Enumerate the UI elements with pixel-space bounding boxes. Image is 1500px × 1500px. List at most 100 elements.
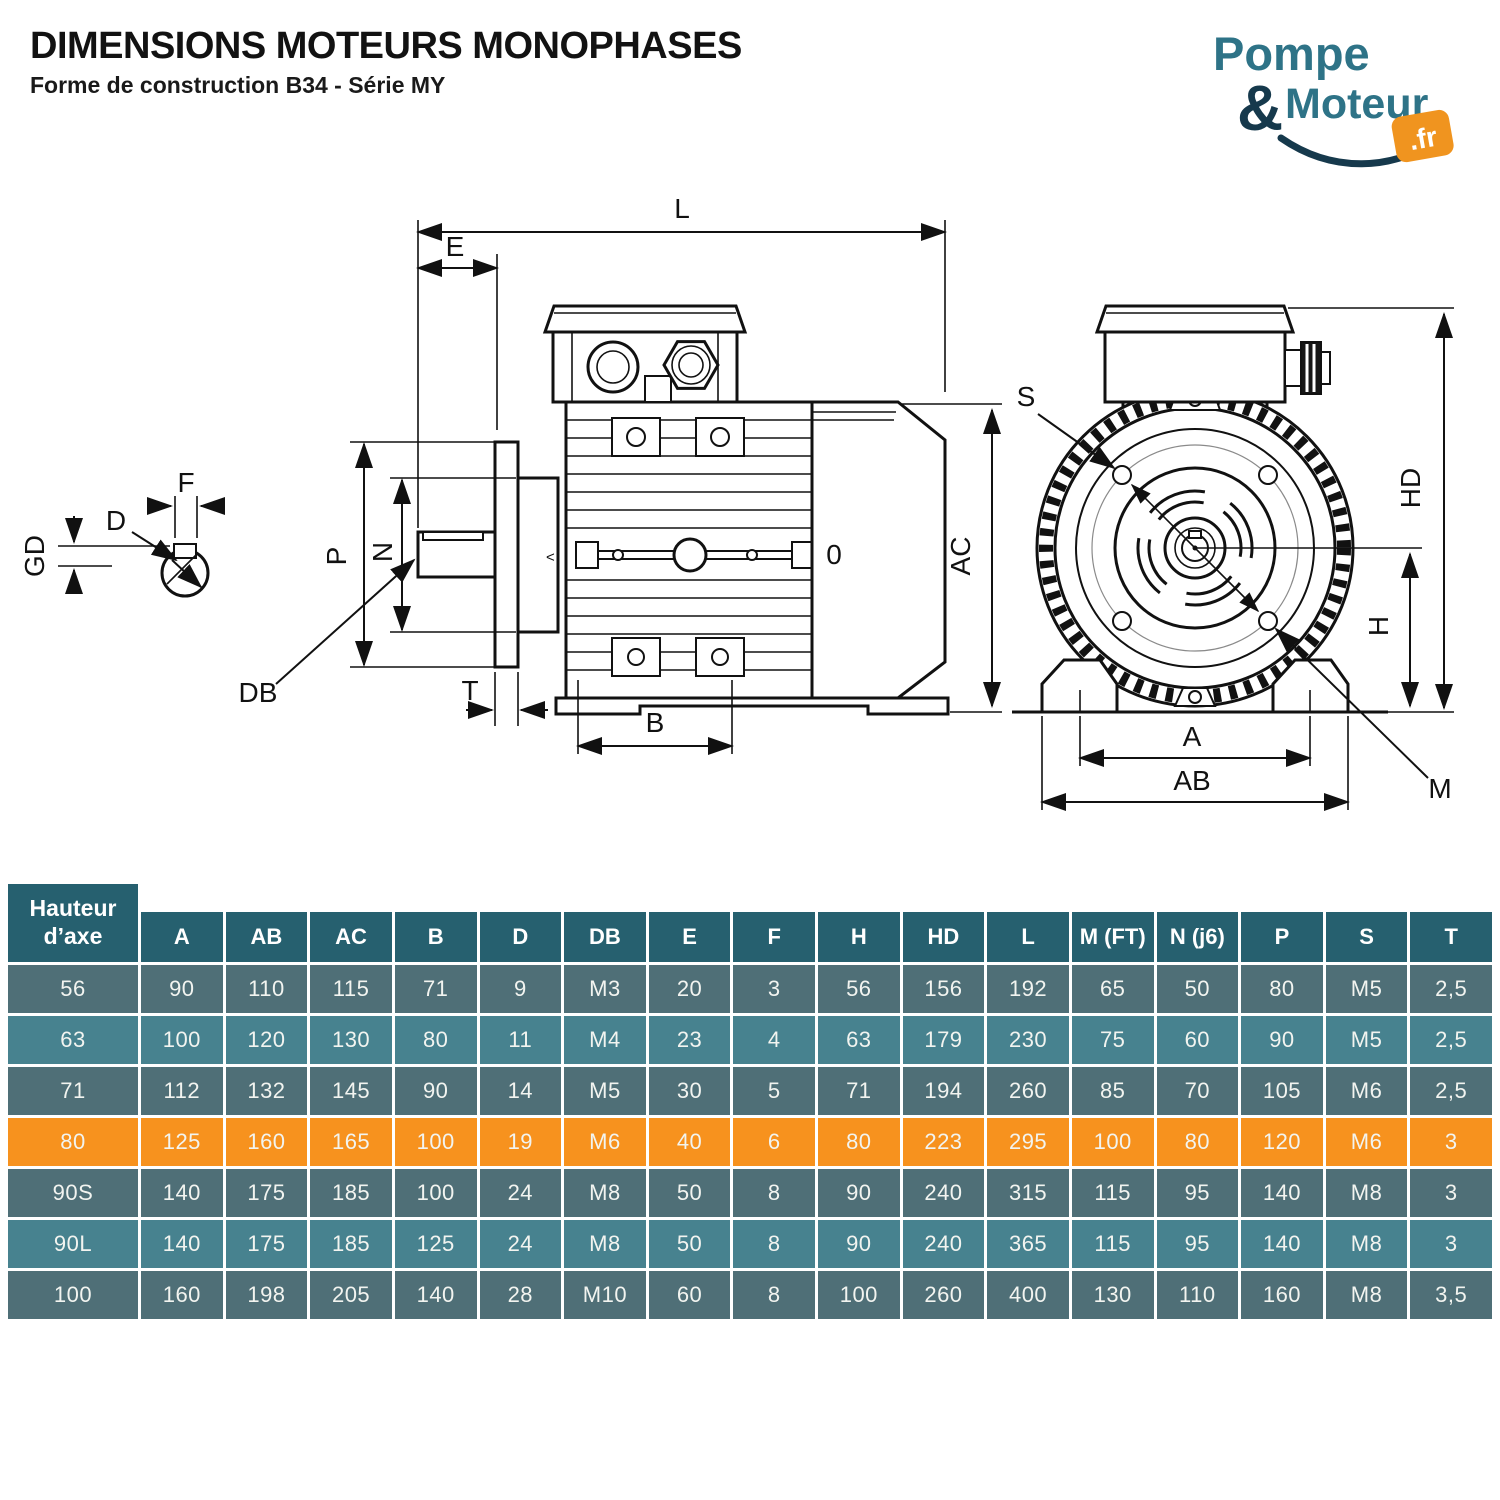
table-cell: 205 [310,1271,392,1319]
table-cell: 185 [310,1169,392,1217]
table-cell: 65 [1071,965,1154,1013]
feet-side [554,696,950,716]
table-cell: 60 [1156,1016,1239,1064]
table-cell: 80 [394,1016,477,1064]
table-cell: 95 [1156,1220,1239,1268]
table-header-cell: AB [225,912,308,962]
table-cell: 115 [1071,1169,1154,1217]
table-cell: M8 [1325,1169,1408,1217]
dim-label-gd: GD [19,535,50,577]
page-subtitle: Forme de construction B34 - Série MY [30,71,446,98]
table-cell: 75 [1071,1016,1154,1064]
dim-label-a: A [1183,721,1202,752]
table-cell: 80 [8,1118,138,1166]
table-header-cell: F [733,912,815,962]
table-header-cell: M (FT) [1071,912,1154,962]
cast-mark-o: 0 [826,539,842,570]
table-cell: 100 [8,1271,138,1319]
table-cell: 63 [818,1016,900,1064]
motor-side-view: 0 < L E P N DB T B AC [239,193,1002,755]
table-cell: M5 [1325,965,1408,1013]
table-cell: 80 [1241,965,1323,1013]
table-cell: M8 [564,1220,646,1268]
table-cell: 14 [479,1067,562,1115]
table-cell: 260 [902,1271,985,1319]
table-row: 63 100 120 130 80 11 M4 23 4 63 179 230 … [8,1016,1492,1064]
table-cell: 90 [818,1220,900,1268]
table-cell: 3,5 [1410,1271,1492,1319]
table-cell: 9 [479,965,562,1013]
table-cell: 260 [987,1067,1069,1115]
table-cell: 70 [1156,1067,1239,1115]
table-cell: M5 [1325,1016,1408,1064]
table-header-cell: S [1325,912,1408,962]
table-cell: 90 [141,965,223,1013]
dim-label-hd: HD [1395,468,1426,508]
table-cell: 50 [648,1169,731,1217]
table-cell: M5 [564,1067,646,1115]
table-header-cell: D [479,912,562,962]
table-cell: M3 [564,965,646,1013]
table-cell: 56 [8,965,138,1013]
table-cell: 100 [818,1271,900,1319]
table-body: 56 90 110 115 71 9 M3 20 3 56 156 192 65… [8,965,1492,1319]
table-cell: 198 [225,1271,308,1319]
table-cell: 63 [8,1016,138,1064]
table-cell: 6 [733,1118,815,1166]
technical-drawing: F D GD [19,193,1454,811]
table-cell: 50 [1156,965,1239,1013]
table-cell: 50 [648,1220,731,1268]
table-cell: 105 [1241,1067,1323,1115]
table-cell: 60 [648,1271,731,1319]
table-cell: 110 [225,965,308,1013]
dim-label-b: B [646,707,665,738]
table-cell: 2,5 [1410,965,1492,1013]
table-header-cell: H [818,912,900,962]
table-cell: 110 [1156,1271,1239,1319]
table-cell: 71 [818,1067,900,1115]
table-cell: 175 [225,1169,308,1217]
table-cell: 165 [310,1118,392,1166]
table-cell: 194 [902,1067,985,1115]
table-cell: 125 [394,1220,477,1268]
table-cell: 112 [141,1067,223,1115]
cable-gland-hex [662,340,720,390]
table-cell: 100 [394,1118,477,1166]
table-cell: M6 [1325,1118,1408,1166]
table-cell: 240 [902,1169,985,1217]
table-cell: 80 [1156,1118,1239,1166]
table-cell: 140 [394,1271,477,1319]
dim-label-s: S [1017,381,1036,412]
table-row: 100 160 198 205 140 28 M10 60 8 100 260 … [8,1271,1492,1319]
table-cell: 80 [818,1118,900,1166]
table-cell: 185 [310,1220,392,1268]
table-header-cell: P [1241,912,1323,962]
table-cell: 90 [394,1067,477,1115]
table-cell: M4 [564,1016,646,1064]
table-cell: 120 [225,1016,308,1064]
table-cell: 100 [1071,1118,1154,1166]
table-cell: 240 [902,1220,985,1268]
table-cell: 140 [1241,1220,1323,1268]
flange-hole [1258,465,1278,485]
table-cell: 100 [394,1169,477,1217]
table-header-row: Hauteur d’axe A AB AC B D DB E F H HD L … [8,884,1492,962]
table-cell: 115 [310,965,392,1013]
title-block: DIMENSIONS MOTEURS MONOPHASES Forme de c… [30,25,742,99]
table-cell: 24 [479,1220,562,1268]
table-cell: 140 [141,1220,223,1268]
table-row: 56 90 110 115 71 9 M3 20 3 56 156 192 65… [8,965,1492,1013]
table-cell: 175 [225,1220,308,1268]
table-cell: 125 [141,1118,223,1166]
table-row: 90S 140 175 185 100 24 M8 50 8 90 240 31… [8,1169,1492,1217]
table-cell: M8 [564,1169,646,1217]
table-header-cell: AC [310,912,392,962]
table-row: 80 125 160 165 100 19 M6 40 6 80 223 295… [8,1118,1492,1166]
brand-logo-art: Pompe & Moteur .fr [1213,27,1454,168]
terminal-box-front [1094,304,1331,404]
table-cell: 223 [902,1118,985,1166]
logo-fr-badge: .fr [1391,109,1454,163]
logo-ampersand: & [1237,72,1283,144]
table-cell: 5 [733,1067,815,1115]
table-cell: 295 [987,1118,1069,1166]
